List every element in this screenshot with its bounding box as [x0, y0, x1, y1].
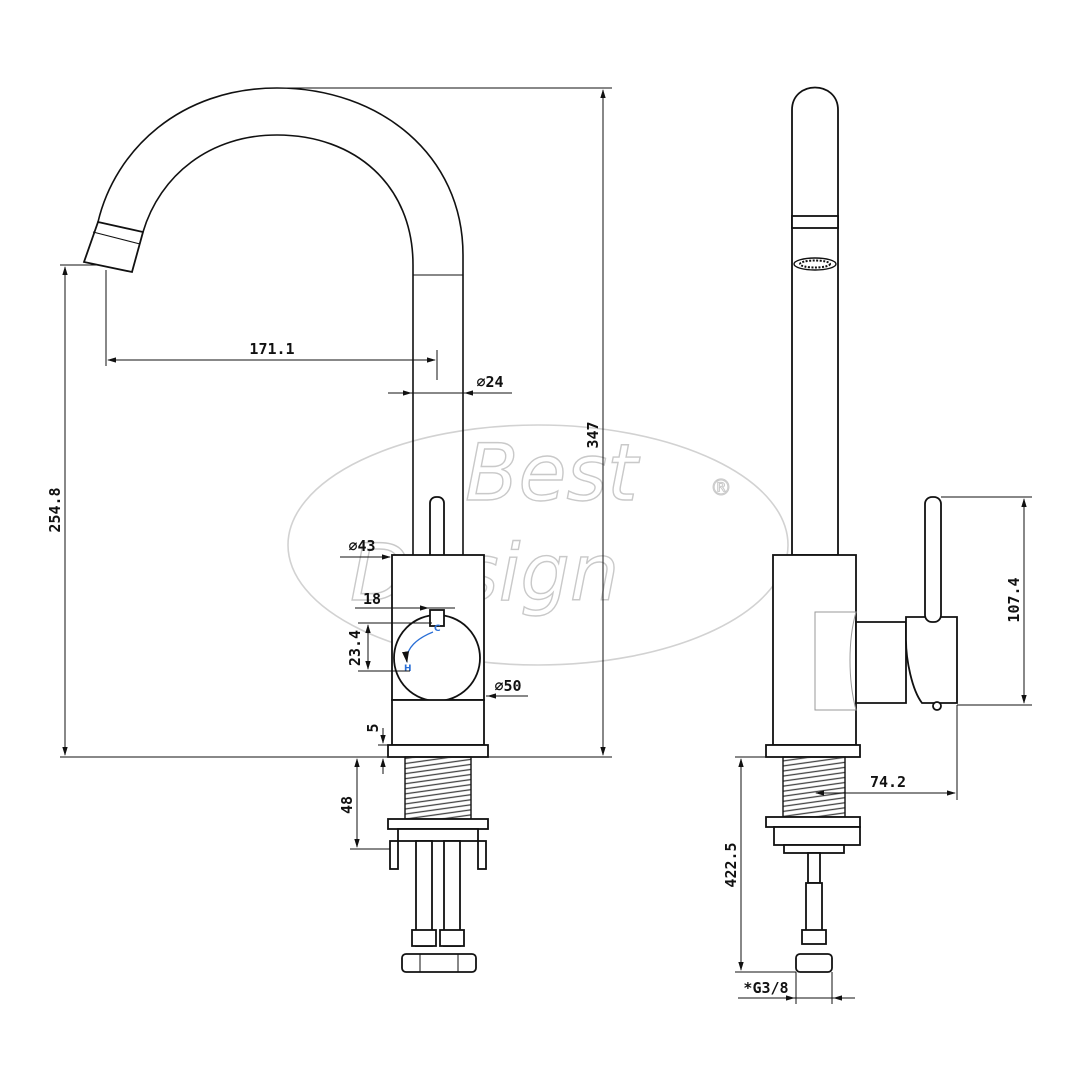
dim-shank-length: 48 [338, 796, 356, 814]
side-hose-collar [801, 929, 827, 945]
base-ring [387, 744, 489, 758]
side-handle-body [905, 616, 958, 704]
handle-stem [429, 609, 445, 627]
hose-nut [401, 953, 477, 973]
aerator-ring [92, 231, 141, 245]
hose-right-collar [439, 929, 465, 947]
side-stud [807, 852, 821, 884]
dim-body-dia: ∅43 [348, 537, 375, 555]
dim-knob-dia: ∅50 [494, 677, 521, 695]
dim-handle-offset: 18 [363, 590, 381, 608]
side-view: 107.4 74.2 422.5 *G3/8 [722, 86, 1032, 1004]
dim-spout-height: 254.8 [46, 487, 64, 532]
dim-handle-depth: 74.2 [870, 773, 906, 791]
hose-left-collar [411, 929, 437, 947]
watermark-best: Best [465, 429, 640, 519]
side-nut [773, 826, 861, 846]
side-washer [765, 816, 861, 828]
spout-inner [142, 134, 414, 555]
mounting-washer [387, 818, 489, 830]
stud-left [389, 840, 399, 870]
dim-hose-length: 422.5 [722, 842, 740, 887]
hot-mark: H [404, 664, 412, 674]
spout-outer [97, 87, 464, 555]
side-aerator-band [791, 215, 839, 229]
side-threaded-shank [782, 756, 846, 818]
side-aerator-mesh [799, 259, 831, 269]
side-handle-socket [855, 621, 907, 704]
watermark-registered: ® [710, 476, 732, 501]
side-base-ring [765, 744, 861, 758]
front-view: C H 347 254.8 17 [46, 87, 612, 973]
threaded-shank [404, 756, 472, 820]
dim-overall-height: 347 [584, 421, 602, 448]
side-hose-nut [795, 953, 833, 973]
dim-spout-reach: 171.1 [249, 340, 294, 358]
side-handle-lever [924, 496, 942, 623]
lower-body [391, 699, 485, 746]
side-handle-screw [932, 701, 942, 711]
stud-right [477, 840, 487, 870]
aerator [82, 220, 145, 274]
dim-base-ring: 5 [364, 723, 382, 732]
side-nut-base [783, 844, 845, 854]
cold-mark: C [434, 624, 441, 634]
temp-arrow [402, 631, 434, 664]
dim-connection: *G3/8 [743, 979, 788, 997]
side-spout [791, 86, 839, 556]
dim-knob-height: 23.4 [346, 630, 364, 666]
dim-pipe-dia: ∅24 [476, 373, 503, 391]
side-body-reflection [814, 611, 857, 711]
dim-handle-height: 107.4 [1005, 577, 1023, 622]
mounting-nut [397, 828, 479, 842]
watermark-ellipse [287, 424, 789, 666]
